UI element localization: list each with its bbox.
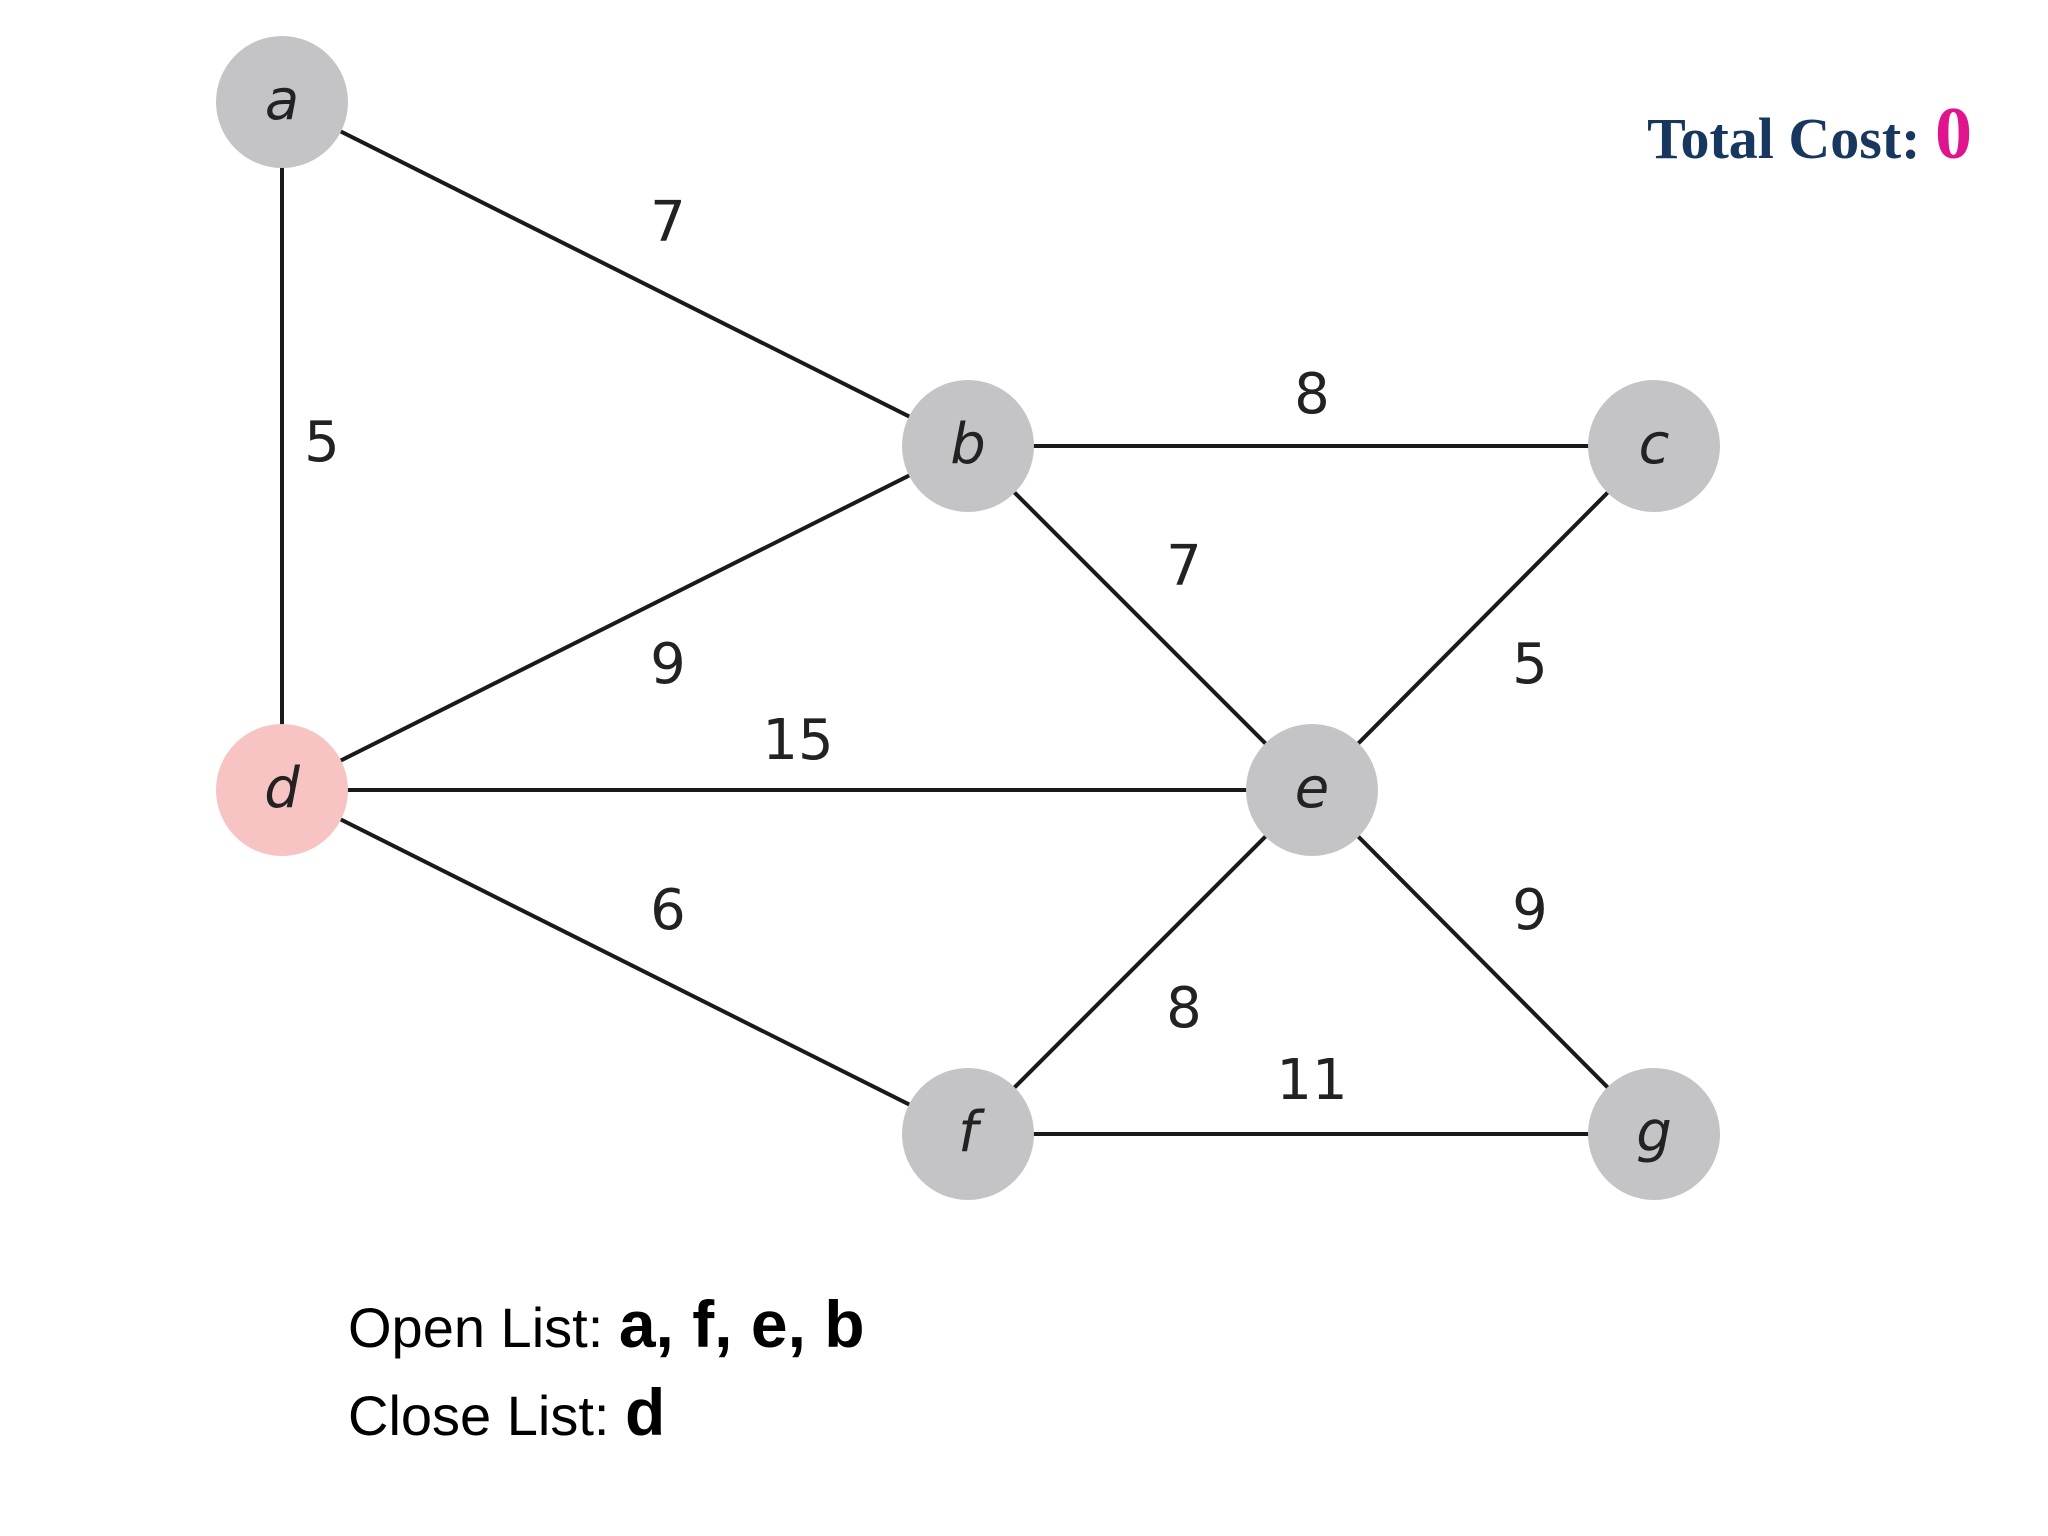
- total-cost-label: Total Cost:: [1647, 106, 1921, 171]
- node-label-a: a: [265, 68, 299, 133]
- close-list-values: d: [625, 1375, 666, 1449]
- node-circle-a: [216, 36, 348, 168]
- open-list-label: Open List:: [348, 1296, 604, 1359]
- node-label-b: b: [950, 412, 986, 477]
- edge-weight-a-b: 7: [650, 190, 686, 255]
- edge-a-b: [281, 100, 969, 448]
- node-label-e: e: [1295, 756, 1329, 821]
- edges-layer: [280, 100, 1656, 1136]
- edge-e-f: [966, 788, 1314, 1136]
- node-circle-b: [902, 380, 1034, 512]
- close-list: Close List: d: [348, 1370, 865, 1458]
- node-e: e: [1246, 724, 1378, 856]
- node-circle-g: [1588, 1068, 1720, 1200]
- total-cost-value: 0: [1935, 93, 1972, 175]
- node-label-d: d: [264, 756, 300, 821]
- node-circle-f: [902, 1068, 1034, 1200]
- node-label-c: c: [1639, 412, 1670, 477]
- edge-e-g: [1310, 788, 1656, 1136]
- edge-b-e: [966, 444, 1314, 792]
- open-list: Open List: a, f, e, b: [348, 1282, 865, 1370]
- open-list-values: a, f, e, b: [618, 1287, 865, 1361]
- edge-weight-b-d: 9: [650, 632, 686, 697]
- node-circle-d: [216, 724, 348, 856]
- edge-weight-f-g: 11: [1276, 1048, 1347, 1113]
- edge-weight-e-f: 8: [1166, 976, 1202, 1041]
- node-f: f: [902, 1068, 1034, 1200]
- edge-weight-c-e: 5: [1512, 632, 1548, 697]
- edge-d-f: [281, 788, 969, 1136]
- node-d: d: [216, 724, 348, 856]
- node-b: b: [902, 380, 1034, 512]
- total-cost: Total Cost: 0: [1647, 92, 1972, 177]
- edge-b-d: [281, 444, 969, 792]
- edge-weight-a-d: 5: [304, 410, 340, 475]
- edge-weight-b-e: 7: [1166, 534, 1202, 599]
- lists-panel: Open List: a, f, e, b Close List: d: [348, 1282, 865, 1458]
- node-circle-c: [1588, 380, 1720, 512]
- weights-layer: 7 5 8 7 9 5 15 6 8 9 11: [304, 190, 1548, 1113]
- node-label-g: g: [1636, 1100, 1672, 1165]
- nodes-layer: a b c d e f g: [216, 36, 1720, 1200]
- node-g: g: [1588, 1068, 1720, 1200]
- node-circle-e: [1246, 724, 1378, 856]
- edge-weight-e-g: 9: [1512, 878, 1548, 943]
- edge-weight-b-c: 8: [1294, 362, 1330, 427]
- edge-c-e: [1310, 444, 1656, 792]
- node-c: c: [1588, 380, 1720, 512]
- close-list-label: Close List:: [348, 1384, 610, 1447]
- edge-weight-d-f: 6: [650, 878, 686, 943]
- node-a: a: [216, 36, 348, 168]
- edge-weight-d-e: 15: [762, 708, 833, 773]
